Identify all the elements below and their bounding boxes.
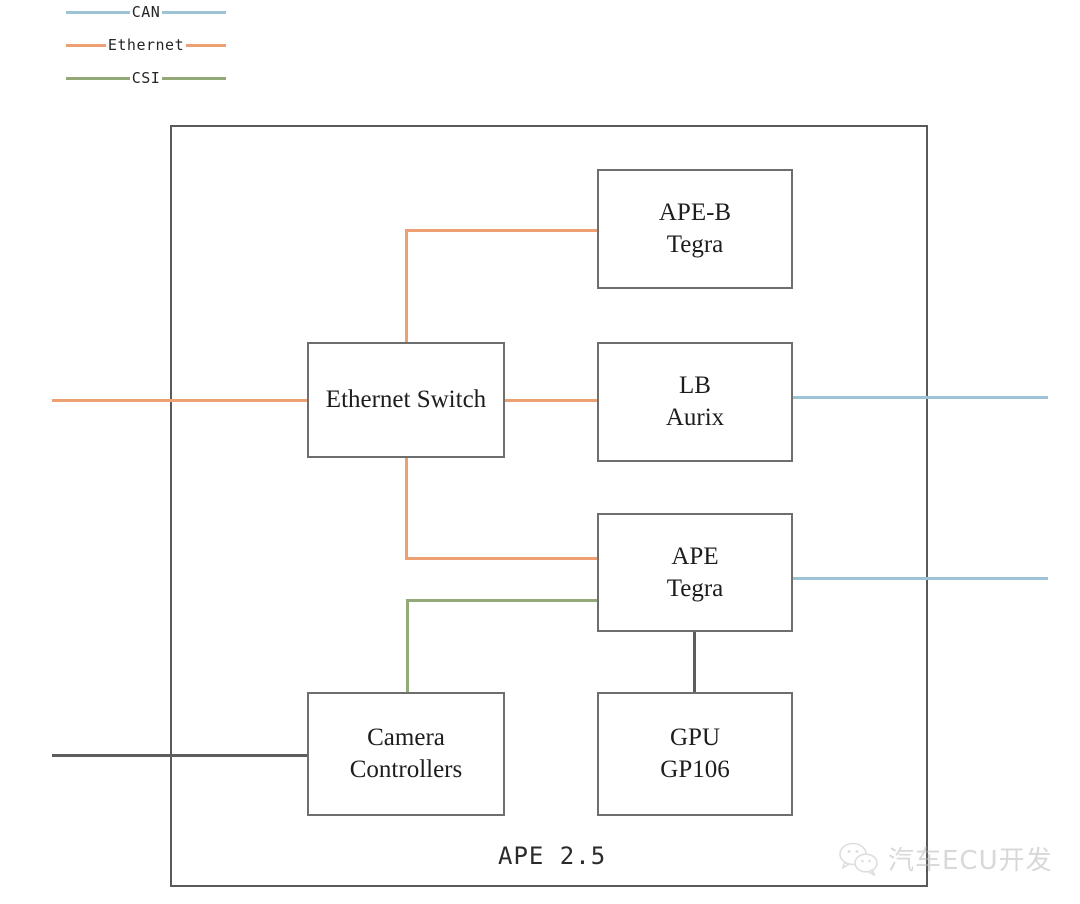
- wire-ethernet-switch-to-lb: [505, 399, 598, 402]
- legend-label-csi: CSI: [131, 69, 161, 87]
- legend-label-can: CAN: [131, 3, 161, 21]
- node-ethernet-switch[interactable]: Ethernet Switch: [307, 342, 505, 458]
- node-lb-aurix-line1: LB: [679, 372, 711, 399]
- node-camera-controllers-line2: Controllers: [349, 756, 463, 783]
- watermark: 汽车ECU开发: [838, 840, 1053, 877]
- legend-line-left-can: [66, 10, 130, 14]
- node-ape-line2: Tegra: [666, 574, 724, 602]
- node-ethernet-switch-line1: Ethernet Switch: [325, 386, 487, 413]
- legend-line-left-csi: [66, 76, 130, 80]
- node-lb-aurix-line2: Aurix: [665, 404, 725, 431]
- legend-item-can: CAN: [66, 3, 226, 21]
- node-camera-controllers[interactable]: Camera Controllers: [307, 692, 505, 816]
- wire-csi-camera-vertical: [406, 599, 409, 692]
- node-ape-line1: APE: [671, 542, 719, 570]
- container-label: APE 2.5: [498, 842, 607, 870]
- node-ape-b-line2: Tegra: [666, 231, 724, 258]
- legend-item-ethernet: Ethernet: [66, 36, 226, 54]
- wire-ethernet-to-ape-b-vertical: [405, 229, 408, 346]
- wire-ethernet-external-in: [52, 399, 308, 402]
- wire-can-lb-external-out: [792, 396, 1048, 399]
- wire-csi-camera-horizontal: [406, 599, 598, 602]
- node-ape-b-line1: APE-B: [658, 199, 732, 226]
- legend-label-ethernet: Ethernet: [107, 36, 185, 54]
- node-lb-aurix[interactable]: LB Aurix: [597, 342, 793, 462]
- node-gpu-line2: GP106: [660, 756, 730, 783]
- legend-line-right-ethernet: [186, 43, 226, 47]
- wire-ethernet-to-ape-horizontal: [405, 557, 598, 560]
- wire-ethernet-to-ape-b-horizontal: [405, 229, 598, 232]
- watermark-text: 汽车ECU开发: [888, 846, 1053, 876]
- wechat-icon: [838, 842, 880, 876]
- ape-container-boundary: [170, 125, 928, 887]
- legend-item-csi: CSI: [66, 69, 226, 87]
- node-camera-controllers-line1: Camera: [367, 724, 445, 751]
- wire-can-ape-external-out: [792, 577, 1048, 580]
- legend-line-right-csi: [162, 76, 226, 80]
- legend-line-left-ethernet: [66, 43, 106, 47]
- wire-camera-external-in: [52, 754, 308, 757]
- node-ape[interactable]: APE Tegra: [597, 513, 793, 632]
- wire-ethernet-to-ape-vertical: [405, 456, 408, 560]
- legend-line-right-can: [162, 10, 226, 14]
- wire-ape-to-gpu: [693, 630, 696, 694]
- node-ape-b[interactable]: APE-B Tegra: [597, 169, 793, 289]
- node-gpu[interactable]: GPU GP106: [597, 692, 793, 816]
- node-gpu-line1: GPU: [669, 724, 720, 751]
